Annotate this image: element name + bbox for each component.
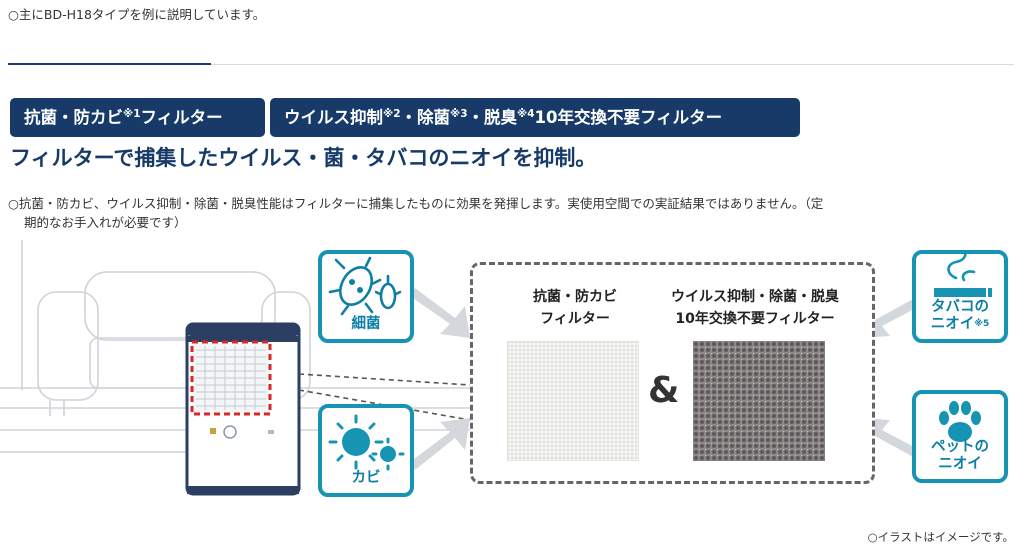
room-illustration: [0, 240, 920, 496]
pet-tile: ペットの ニオイ: [912, 390, 1008, 483]
illustration-note: ○イラストはイメージです。: [867, 530, 1014, 544]
disclaimer-line-2: 期的なお手入れが必要です）: [24, 215, 187, 230]
headline: フィルターで捕集したウイルス・菌・タバコのニオイを抑制。: [10, 146, 597, 170]
bacteria-icon: [328, 256, 402, 316]
section-divider: [8, 64, 1014, 65]
tobacco-label: タバコの ニオイ※5: [930, 299, 990, 332]
cigarette-icon: [934, 254, 992, 297]
mold-icon: [328, 414, 405, 471]
antibacterial-filter-image: [507, 341, 639, 461]
left-filter-title: 抗菌・防カビ フィルター: [533, 289, 617, 327]
virus-filter-image: [693, 341, 825, 461]
paw-icon: [939, 401, 981, 442]
tobacco-tile: タバコの ニオイ※5: [912, 250, 1008, 343]
section-divider-accent: [8, 63, 211, 65]
bacteria-tile: 細菌: [318, 250, 414, 343]
ampersand: &: [648, 370, 680, 411]
tag-virus-filter: ウイルス抑制※2・除菌※3・脱臭※410年交換不要フィルター: [270, 98, 800, 137]
bacteria-label: 細菌: [351, 316, 381, 332]
right-filter-title: ウイルス抑制・除菌・脱臭 10年交換不要フィルター: [671, 289, 839, 327]
disclaimer-line-1: ○抗菌・防カビ、ウイルス抑制・除菌・脱臭性能はフィルターに捕集したものに効果を発…: [8, 196, 824, 211]
mold-label: カビ: [351, 470, 381, 486]
tag-antibacterial-filter: 抗菌・防カビ※1フィルター: [10, 98, 265, 137]
pet-label: ペットの ニオイ: [931, 439, 989, 472]
disclaimer-note: ○抗菌・防カビ、ウイルス抑制・除菌・脱臭性能はフィルターに捕集したものに効果を発…: [8, 194, 1016, 232]
arrow-icons: [410, 288, 920, 470]
dehumidifier-icon: [185, 322, 301, 496]
mold-tile: カビ: [318, 404, 414, 497]
top-note: ○主にBD-H18タイプを例に説明しています。: [8, 7, 266, 22]
